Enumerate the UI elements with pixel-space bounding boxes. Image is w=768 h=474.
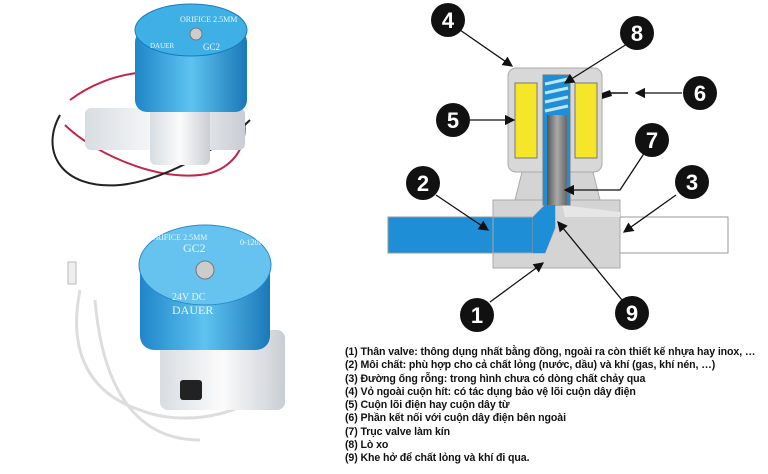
callout-8: 8 [620, 16, 654, 50]
callout-4: 4 [431, 3, 465, 37]
legend-item: (4) Vỏ ngoài cuộn hít: có tác dụng bảo v… [345, 385, 636, 398]
legend-item: (7) Trục valve làm kín [345, 425, 450, 438]
photo-bottom-brand-text: DAUER [172, 303, 213, 317]
photo-bottom-orifice-text: ORIFICE 2.5MM [150, 233, 207, 242]
photo-top-orifice-text: ORIFICE 2.5MM [180, 15, 237, 24]
legend-item: (8) Lò xo [345, 439, 389, 452]
coil-right [574, 82, 598, 159]
callout-6: 6 [683, 76, 717, 110]
legend-item: (2) Môi chất: phù hợp cho cả chất lỏng (… [345, 359, 716, 372]
svg-text:3: 3 [686, 170, 698, 195]
svg-text:2: 2 [417, 171, 429, 196]
legend-item: (3) Đường ống rỗng: trong hình chưa có d… [345, 372, 646, 385]
svg-text:1: 1 [471, 303, 483, 328]
legend-item: (1) Thân valve: thông dụng nhất bằng đồn… [345, 346, 756, 358]
svg-text:5: 5 [447, 108, 459, 133]
callout-1: 1 [460, 298, 494, 332]
callout-5: 5 [436, 103, 470, 137]
product-photo-bottom: GC2 24V DC DAUER ORIFICE 2.5MM 0-120PSI [67, 224, 285, 442]
photo-bottom-voltage-text: 24V DC [172, 292, 206, 303]
svg-text:4: 4 [442, 8, 455, 33]
callout-arrows [435, 29, 682, 303]
product-photo-top: ORIFICE 2.5MM GC2 DAUER [51, 3, 251, 187]
parts-legend: (1) Thân valve: thông dụng nhất bằng đồn… [345, 346, 755, 466]
legend-item: (9) Khe hở để chất lỏng và khí đi qua. [345, 452, 530, 465]
callout-9: 9 [615, 296, 649, 330]
photo-top-brand-text: DAUER [150, 42, 174, 50]
plunger [547, 115, 567, 205]
svg-text:7: 7 [646, 128, 658, 153]
svg-text:9: 9 [626, 301, 638, 326]
inlet-pipe [387, 216, 534, 254]
valve-cross-section [387, 67, 729, 269]
callout-2: 2 [406, 166, 440, 200]
photo-bottom-model-text: GC2 [183, 241, 206, 255]
svg-text:6: 6 [694, 81, 706, 106]
svg-text:8: 8 [631, 21, 643, 46]
callout-7: 7 [635, 123, 669, 157]
legend-item: (6) Phần kết nối với cuộn dây điện bên n… [345, 412, 566, 425]
photo-bottom-pressure-text: 0-120PSI [240, 238, 271, 247]
legend-item: (5) Cuộn lõi điện hay cuộn dây từ [345, 399, 510, 412]
callout-3: 3 [675, 165, 709, 199]
photo-top-model-text: GC2 [203, 42, 220, 52]
coil-left [514, 82, 538, 159]
